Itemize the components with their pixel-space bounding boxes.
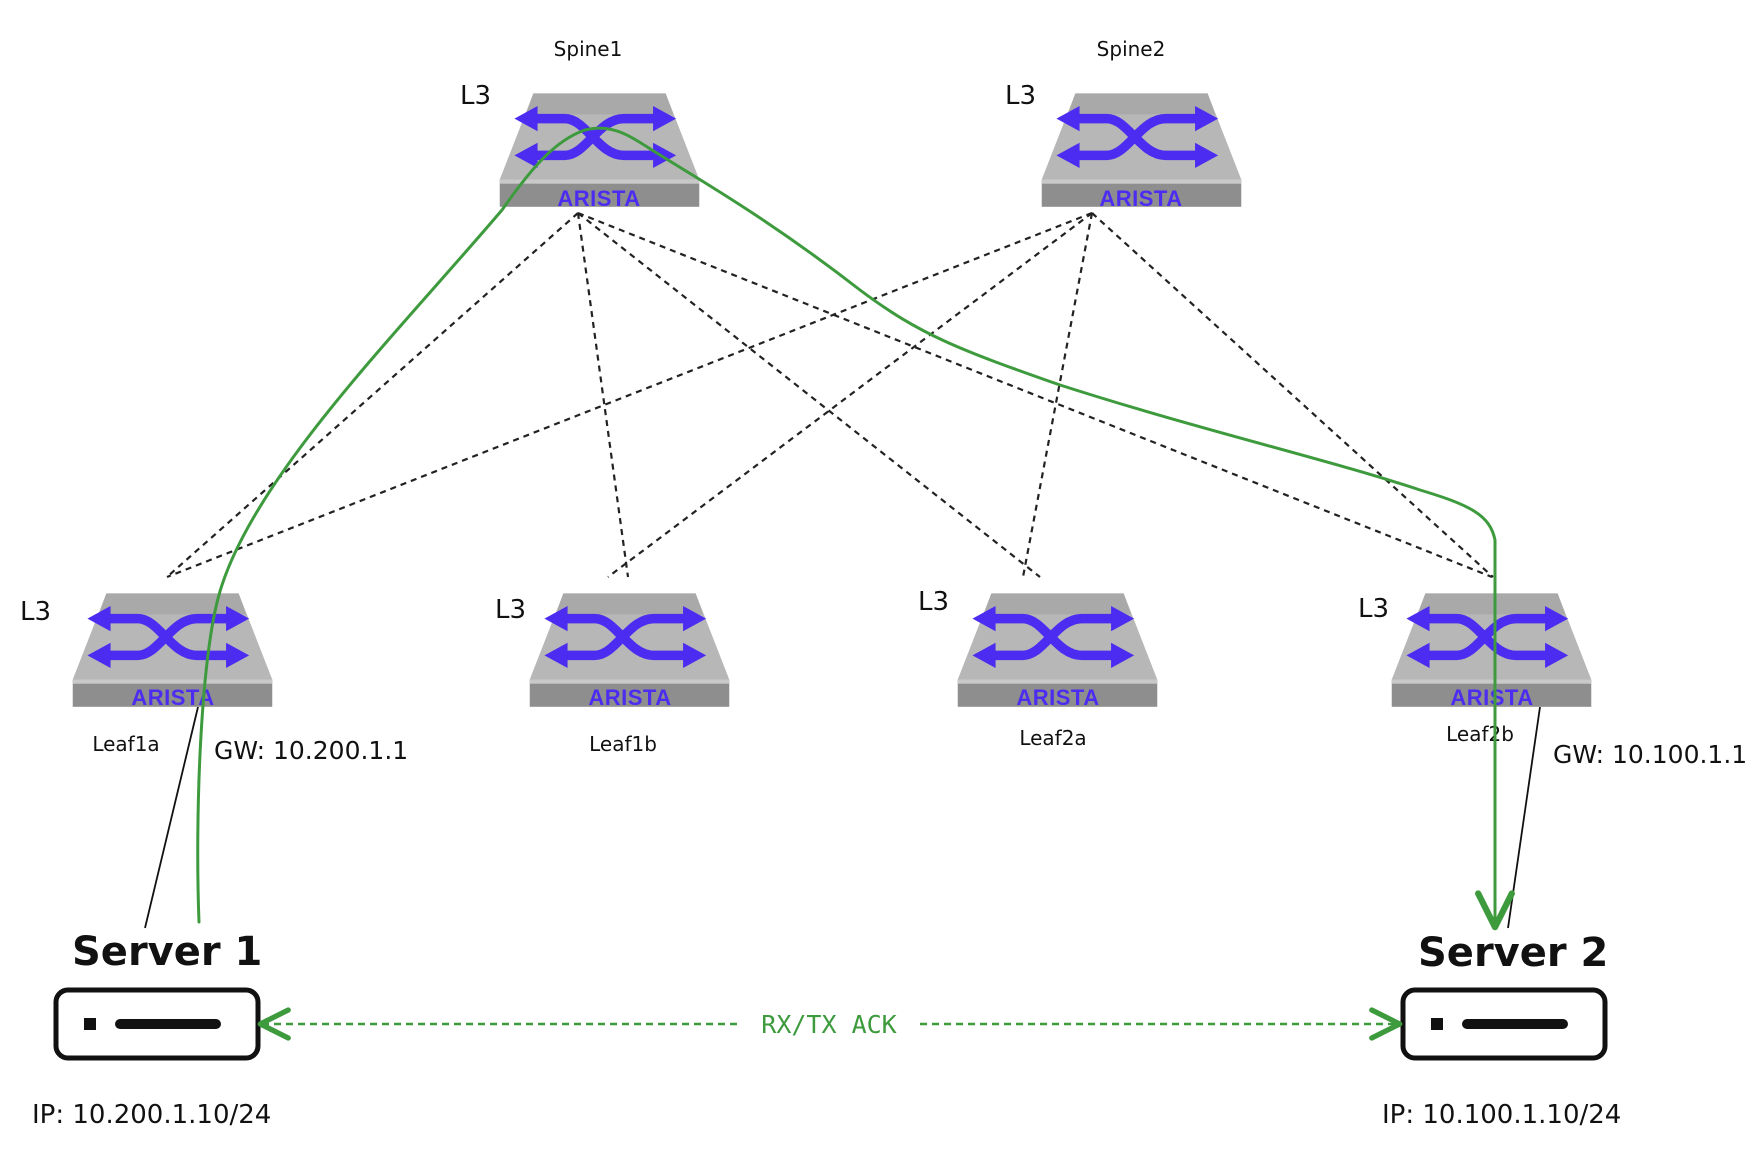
leaf1a-layer: L3 — [20, 597, 51, 627]
server1[interactable]: Server 1 IP: 10.200.1.10/24 — [32, 929, 271, 1130]
leaf1b-layer: L3 — [495, 595, 526, 625]
link-spine1-leaf2a — [577, 212, 1041, 578]
rx-tx-ack-label: RX/TX ACK — [761, 1010, 896, 1039]
link-spine2-leaf1a — [166, 211, 1093, 579]
link-spine2-leaf2b — [1091, 212, 1494, 578]
link-spine1-leaf1b — [576, 212, 630, 578]
gateway-label-right: GW: 10.100.1.1 — [1553, 740, 1747, 769]
leaf2a-layer: L3 — [918, 587, 949, 617]
rx-tx-ack-link: RX/TX ACK — [257, 1007, 1403, 1041]
leaf1b-name: Leaf1b — [589, 732, 657, 756]
leaf2b-switch[interactable]: ARISTA Leaf2b L3 — [1358, 593, 1591, 746]
spine1-brand: ARISTA — [557, 186, 640, 211]
link-server1-leaf1a — [144, 706, 199, 929]
fabric-links — [166, 211, 1494, 579]
leaf1b-switch[interactable]: ARISTA Leaf1b L3 — [495, 593, 729, 756]
link-spine2-leaf1b — [607, 212, 1093, 578]
server2-ip: IP: 10.100.1.10/24 — [1382, 1100, 1621, 1130]
link-spine1-leaf2b — [577, 211, 1493, 579]
server-icon — [53, 987, 261, 1061]
leaf2a-brand: ARISTA — [1016, 685, 1099, 710]
link-spine2-leaf2a — [1021, 212, 1094, 578]
leaf1b-brand: ARISTA — [588, 685, 671, 710]
server1-ip: IP: 10.200.1.10/24 — [32, 1100, 271, 1130]
leaf2a-name: Leaf2a — [1019, 726, 1086, 750]
server-icon — [1400, 987, 1608, 1061]
spine2-layer: L3 — [1005, 81, 1036, 111]
traffic-path-server1-to-server2 — [196, 126, 1515, 931]
spine2-name: Spine2 — [1097, 37, 1166, 61]
server2[interactable]: Server 2 IP: 10.100.1.10/24 — [1382, 930, 1621, 1130]
leaf2b-layer: L3 — [1358, 594, 1389, 624]
spine2-switch[interactable]: ARISTA Spine2 L3 — [1005, 37, 1241, 211]
spine2-brand: ARISTA — [1099, 186, 1182, 211]
leaf1a-brand: ARISTA — [131, 685, 214, 710]
spine1-layer: L3 — [460, 81, 491, 111]
leaf2a-switch[interactable]: ARISTA Leaf2a L3 — [918, 587, 1157, 750]
leaf2b-name: Leaf2b — [1446, 722, 1514, 746]
link-spine1-leaf1a — [166, 212, 579, 578]
leaf1a-switch[interactable]: ARISTA Leaf1a L3 — [20, 593, 272, 756]
server1-name: Server 1 — [72, 929, 262, 975]
spine1-name: Spine1 — [554, 37, 623, 61]
server2-name: Server 2 — [1418, 930, 1608, 976]
gateway-label-left: GW: 10.200.1.1 — [214, 736, 408, 765]
leaf1a-name: Leaf1a — [92, 732, 159, 756]
leaf2b-brand: ARISTA — [1450, 685, 1533, 710]
spine1-switch[interactable]: ARISTA Spine1 L3 — [460, 37, 699, 211]
